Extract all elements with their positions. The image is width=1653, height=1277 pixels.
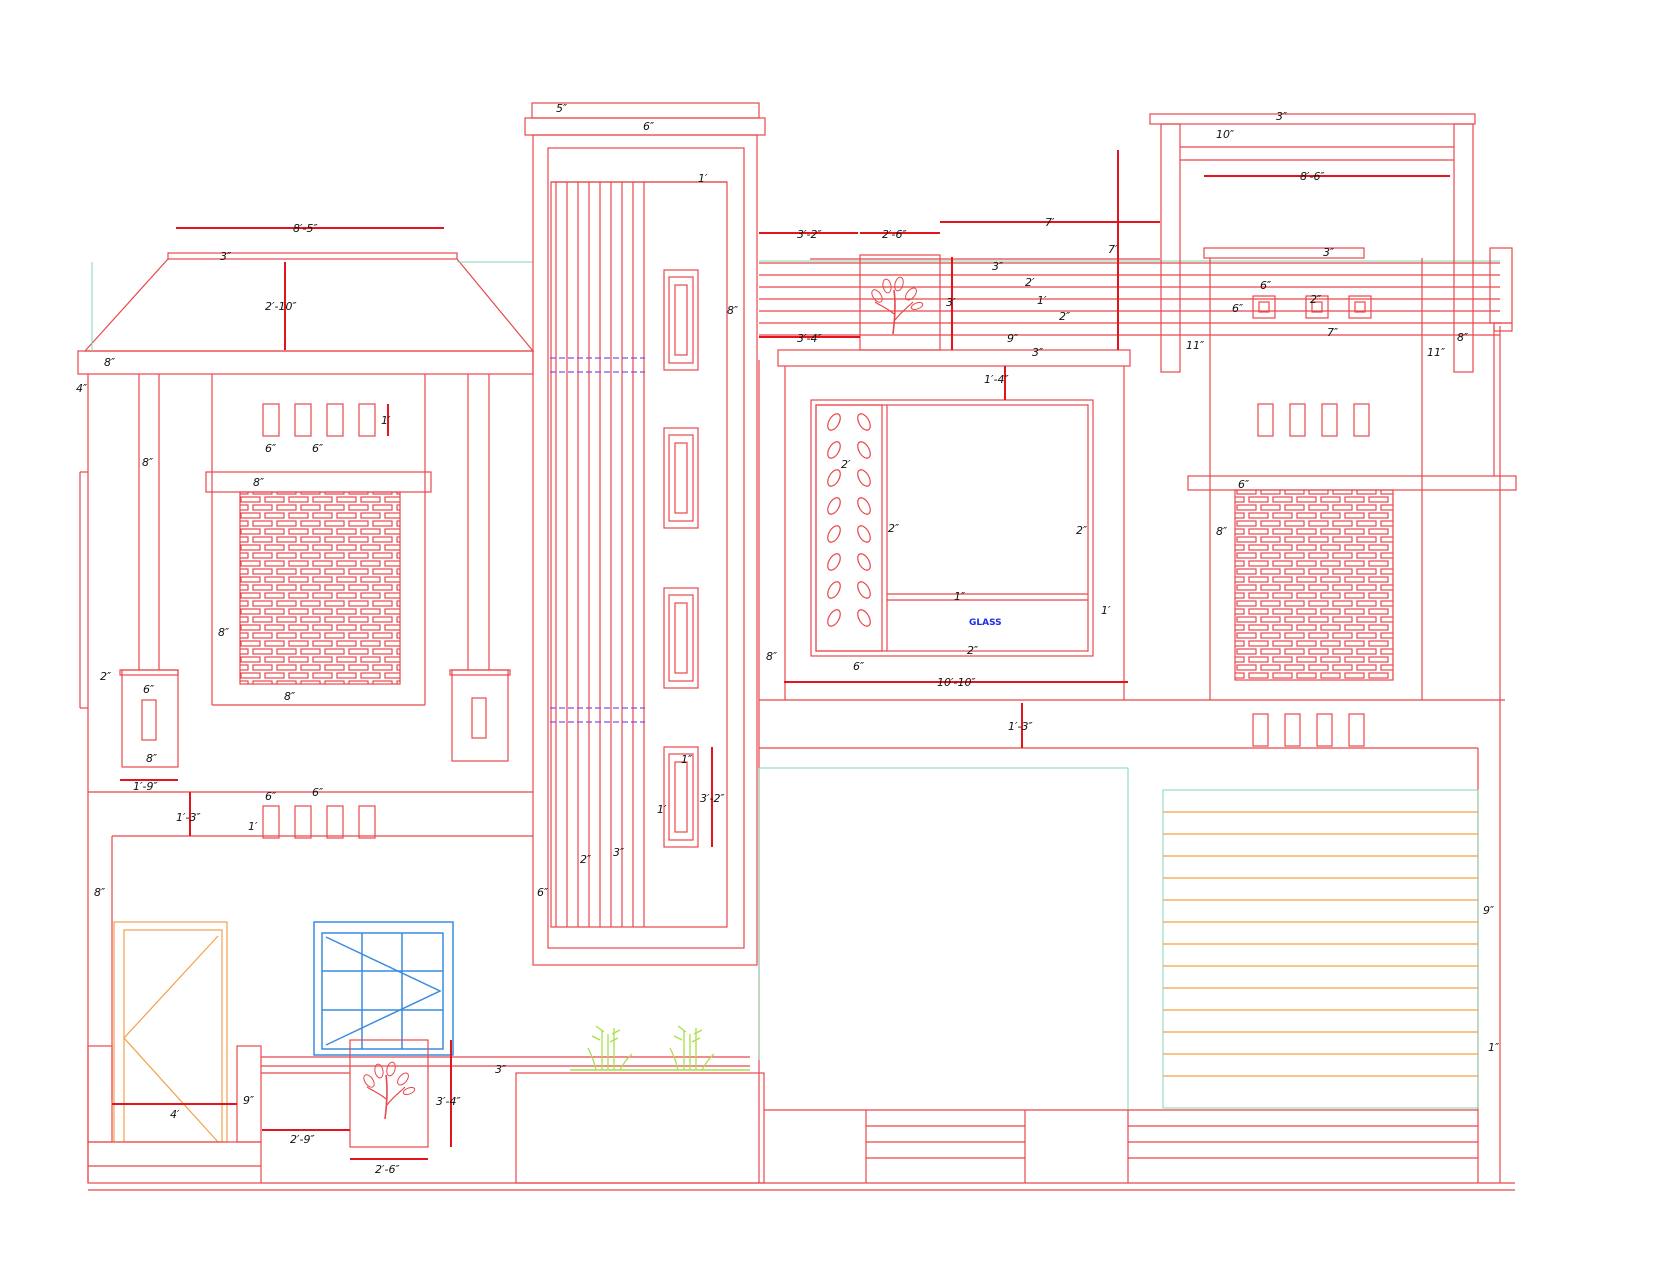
dim-3in-s1: 3″ (992, 260, 1004, 273)
dim-1ft-col: 1′ (698, 172, 708, 185)
dim-6in-g: 6″ (853, 660, 865, 673)
dim-2ft6-b: 2′-6″ (375, 1163, 400, 1176)
rolling-shutter (1162, 789, 1479, 1109)
dim-6in-rs: 6″ (1238, 478, 1250, 491)
dim-3in-s3: 3″ (1032, 346, 1044, 359)
dim-8ft5: 8′-5″ (293, 222, 318, 235)
dim-6in-top: 6″ (643, 120, 655, 133)
dim-9in-r: 9″ (1483, 904, 1495, 917)
dim-8in-lamp: 8″ (146, 752, 158, 765)
dim-9in-gate: 9″ (243, 1094, 255, 1107)
dim-3ft4-t: 3′-4″ (797, 332, 822, 345)
dim-2in-r: 2″ (1310, 293, 1322, 306)
dim-8in-rb: 8″ (1216, 525, 1228, 538)
dim-3in-roof: 3″ (220, 250, 232, 263)
dim-1ft-pn: 1′ (657, 803, 667, 816)
ground-floor-right (88, 700, 1515, 1191)
dim-8in-sill: 8″ (253, 476, 265, 489)
dim-6in-v2: 6″ (312, 442, 324, 455)
dim-2ft10: 2′-10″ (265, 300, 297, 313)
dim-2in-s1: 2′ (1025, 276, 1035, 289)
dim-1ft9: 1′-9″ (133, 780, 158, 793)
dim-8in-wall: 8″ (94, 886, 106, 899)
dim-2ft-jali: 2′ (841, 458, 851, 471)
dim-1ft4: 1′-4″ (984, 373, 1009, 386)
dim-1ft-l: 1′ (248, 820, 258, 833)
dim-6in-fin: 6″ (537, 886, 549, 899)
dim-1ft3-m: 1′-3″ (1008, 720, 1033, 733)
dim-1ft3-l: 1′-3″ (176, 811, 201, 824)
dim-7in: 7″ (1327, 326, 1339, 339)
glazed-window (313, 921, 454, 1056)
dim-1ft-g: 1′ (1101, 604, 1111, 617)
dim-3ft2-pn: 3′-2″ (700, 792, 725, 805)
dim-8in-brick-b: 8″ (284, 690, 296, 703)
jali-screen (827, 413, 871, 627)
dim-8in-g: 8″ (766, 650, 778, 663)
central-tower (524, 102, 766, 966)
upper-terrace (758, 113, 1517, 747)
dim-6in-r1: 6″ (1260, 279, 1272, 292)
dim-10ft10: 10′-10″ (937, 676, 976, 689)
dim-6in-lamp: 6″ (143, 683, 155, 696)
dim-10in: 10″ (1216, 128, 1235, 141)
dim-8in-brick-l: 8″ (218, 626, 230, 639)
dim-6in-a: 6″ (265, 790, 277, 803)
dim-2in-jr: 2″ (1076, 524, 1088, 537)
glass-label: GLASS (969, 618, 1002, 628)
dim-3ft2-t: 3′-2″ (797, 228, 822, 241)
dim-11in-a: 11″ (1186, 339, 1205, 352)
dim-2in-s2: 2″ (1059, 310, 1071, 323)
dim-3in-rail: 3″ (495, 1063, 507, 1076)
dim-1in-g: 1″ (954, 590, 966, 603)
dim-8ft6: 8′-6″ (1300, 170, 1325, 183)
dim-1in-r: 1″ (1488, 1041, 1500, 1054)
dim-1ft-s: 1′ (1037, 294, 1047, 307)
dim-6in-b: 6″ (312, 786, 324, 799)
dim-1ft-vent: 1′ (381, 414, 391, 427)
left-wing (77, 252, 1515, 1184)
dim-3ft4-b: 3′-4″ (436, 1095, 461, 1108)
dim-4ft: 4′ (170, 1108, 180, 1121)
dim-3in-rt: 3″ (1276, 110, 1288, 123)
dim-8in-eave: 8″ (104, 356, 116, 369)
dim-2in-jl: 2″ (888, 522, 900, 535)
dim-2in-lamp: 2″ (100, 670, 112, 683)
dim-6in-v1: 6″ (265, 442, 277, 455)
dim-2in-fin: 2″ (580, 853, 592, 866)
dim-2ft9: 2′-9″ (290, 1133, 315, 1146)
dim-8in-r: 8″ (1457, 331, 1469, 344)
dim-7ft-v: 7′ (1108, 243, 1118, 256)
dim-8in-col: 8″ (727, 304, 739, 317)
dim-4in-eave: 4″ (76, 382, 88, 395)
dimension-lines (112, 150, 1450, 1160)
dim-2ft6-t: 2′-6″ (882, 228, 907, 241)
dim-8in-pillar: 8″ (142, 456, 154, 469)
dim-2in-g: 2″ (967, 644, 979, 657)
dim-5in: 5″ (556, 102, 568, 115)
dim-3in-rt2: 3″ (1323, 246, 1335, 259)
dim-7ft-h: 7′ (1045, 216, 1055, 229)
dim-9in-s: 9″ (1007, 332, 1019, 345)
dim-3in-fin: 3″ (613, 846, 625, 859)
dimension-labels: 5″ 6″ 1′ 8″ 8′-5″ 3″ 2′-10″ 8″ 4″ 1′ 6″ … (76, 102, 1500, 1176)
dim-1in-pn: 1″ (681, 753, 693, 766)
dim-3ft-s: 3′ (946, 296, 956, 309)
dim-6in-r2: 6″ (1232, 302, 1244, 315)
dim-11in-b: 11″ (1427, 346, 1446, 359)
